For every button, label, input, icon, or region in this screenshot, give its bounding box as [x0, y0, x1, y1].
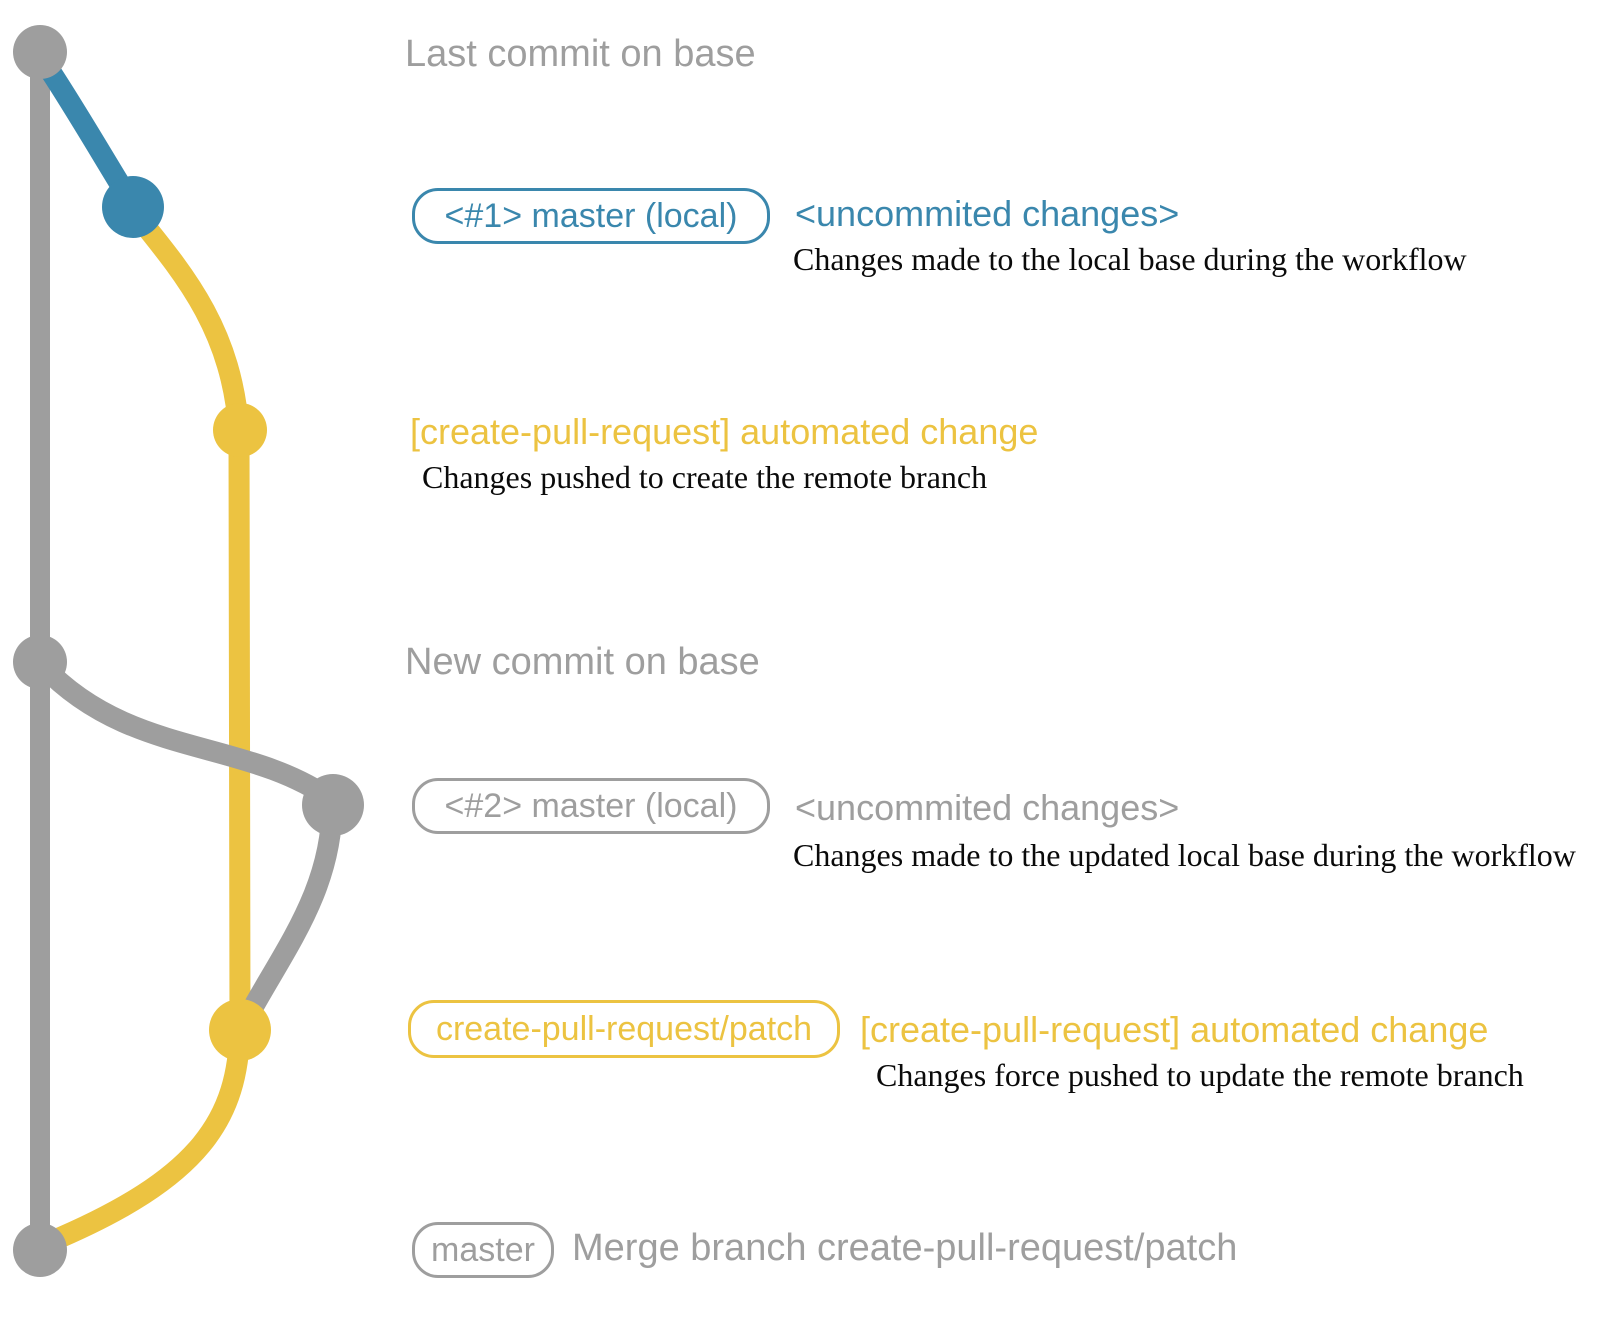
label-uncommited-changes-1: <uncommited changes>	[795, 193, 1180, 234]
description-local-changes-2: Changes made to the updated local base d…	[793, 837, 1576, 873]
description-local-changes-1: Changes made to the local base during th…	[793, 241, 1467, 277]
commit-dot-last-base	[13, 25, 67, 79]
branch-tag-master-label: master	[431, 1230, 535, 1269]
branch-tag-master-local-2-label: <#2> master (local)	[444, 786, 738, 825]
label-new-commit-on-base: New commit on base	[405, 641, 760, 683]
branch-tag-master-local-1: <#1> master (local)	[412, 188, 770, 244]
branch-tag-create-pull-request-patch: create-pull-request/patch	[408, 1000, 840, 1058]
commit-dot-merge	[13, 1223, 67, 1277]
local-branch1-line	[32, 49, 140, 210]
commit-dot-local-1	[102, 176, 164, 238]
label-automated-change-1: [create-pull-request] automated change	[410, 411, 1039, 452]
commit-dot-patch-2	[209, 999, 271, 1061]
commit-dot-local-2	[302, 774, 364, 836]
label-uncommited-changes-2: <uncommited changes>	[795, 787, 1180, 828]
branch-tag-create-pull-request-patch-label: create-pull-request/patch	[435, 1009, 813, 1048]
label-automated-change-2: [create-pull-request] automated change	[860, 1009, 1489, 1050]
description-push-create-remote: Changes pushed to create the remote bran…	[422, 459, 988, 495]
commit-dot-new-base	[13, 635, 67, 689]
branch-tag-master: master	[412, 1222, 554, 1278]
local-branch2-line	[32, 655, 343, 1033]
branch-tag-master-local-2: <#2> master (local)	[412, 778, 770, 834]
label-merge-branch: Merge branch create-pull-request/patch	[572, 1227, 1238, 1269]
description-force-push-update: Changes force pushed to update the remot…	[876, 1057, 1524, 1093]
commit-dot-patch-1	[213, 403, 267, 457]
branch-tag-master-local-1-label: <#1> master (local)	[444, 196, 738, 235]
label-last-commit-on-base: Last commit on base	[405, 33, 756, 75]
